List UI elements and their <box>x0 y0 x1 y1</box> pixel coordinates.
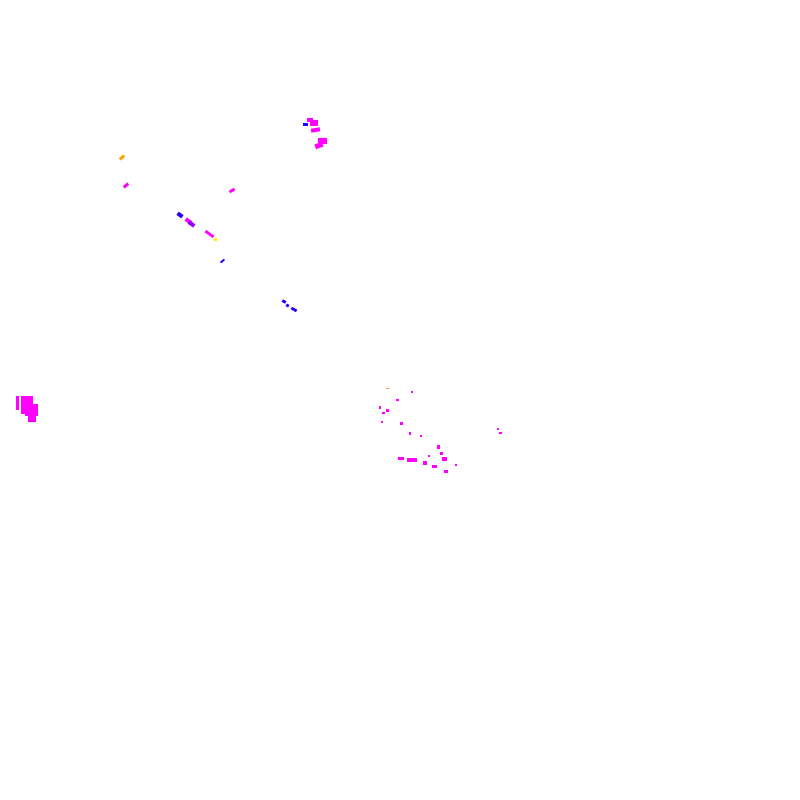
feature-se-6 <box>386 409 389 412</box>
feature-se-21 <box>497 428 499 430</box>
feature-se-8 <box>400 422 403 425</box>
feature-north-1 <box>303 123 308 126</box>
feature-north-5 <box>318 138 327 144</box>
feature-se-5 <box>382 412 385 414</box>
feature-se-9 <box>409 432 411 435</box>
feature-chain-4 <box>204 229 211 236</box>
feature-se-16 <box>437 445 440 449</box>
feature-north-4 <box>310 127 321 133</box>
feature-chain-yellow <box>214 238 217 241</box>
feature-chain-3 <box>187 220 196 228</box>
feature-west-orange <box>118 154 126 161</box>
feature-se-18 <box>442 457 447 461</box>
feature-chain-1 <box>176 211 184 219</box>
feature-chain-6 <box>219 258 226 264</box>
feature-se-17 <box>440 452 443 455</box>
feature-se-3 <box>411 391 413 393</box>
feature-block-3 <box>25 404 38 416</box>
feature-chain-7 <box>281 299 287 304</box>
feature-north-6 <box>314 141 324 150</box>
feature-chain-5 <box>208 232 215 239</box>
feature-west-1 <box>122 182 130 189</box>
feature-se-19 <box>444 470 448 473</box>
feature-center-1 <box>228 187 236 194</box>
feature-se-20 <box>455 464 457 466</box>
feature-north-3 <box>310 120 318 126</box>
feature-se-10 <box>420 435 422 437</box>
feature-se-1 <box>386 388 389 389</box>
feature-se-2 <box>396 399 399 401</box>
feature-se-7 <box>381 421 383 423</box>
feature-chain-9 <box>290 306 298 313</box>
feature-se-22 <box>499 432 502 434</box>
feature-se-13 <box>423 461 427 465</box>
feature-block-1 <box>16 396 19 410</box>
feature-se-15 <box>432 465 437 468</box>
feature-se-4 <box>379 406 381 409</box>
feature-se-14 <box>428 455 430 457</box>
feature-block-4 <box>28 414 36 422</box>
feature-chain-8 <box>285 303 290 308</box>
feature-se-11 <box>398 457 404 460</box>
feature-se-12 <box>407 458 417 462</box>
